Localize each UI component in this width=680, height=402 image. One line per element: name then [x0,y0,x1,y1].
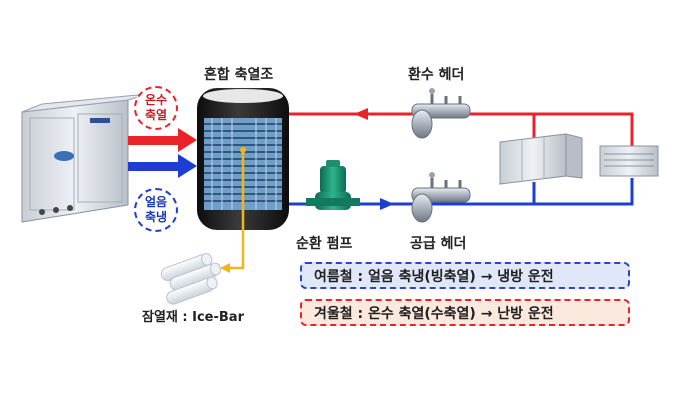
pump-icon [306,160,360,210]
storage-tank-icon [197,88,289,230]
ice-bar-icon [160,252,222,305]
ice-material-connector [220,147,246,273]
cold-badge-line2: 축냉 [144,210,168,224]
pump-label: 순환 펌프 [296,236,353,252]
supply-pipe [289,178,634,210]
summer-mode-text: 여름철 : 얼음 축냉(빙축열) → 냉방 운전 [314,268,554,285]
ice-material-label: 잠열재 : Ice-Bar [142,310,244,325]
hot-flow-arrow [128,128,197,152]
supply-header-label: 공급 헤더 [410,236,467,252]
winter-mode-text: 겨울철 : 온수 축열(수축열) → 난방 운전 [314,305,554,322]
tank-label: 혼합 축열조 [204,67,274,83]
summer-mode-legend: 여름철 : 얼음 축냉(빙축열) → 냉방 운전 [300,262,630,289]
winter-mode-legend: 겨울철 : 온수 축열(수축열) → 난방 운전 [300,299,630,326]
cold-storage-badge: 얼음 축냉 [134,188,178,232]
supply-header-icon [411,172,471,223]
return-header-label: 환수 헤더 [408,67,465,83]
hot-storage-badge: 온수 축열 [134,86,178,130]
outdoor-unit-icon [21,93,149,223]
hot-badge-line1: 온수 [144,93,168,107]
return-header-icon [411,88,471,139]
hot-badge-line2: 축열 [144,108,168,122]
indoor-unit-icon [499,133,659,185]
cold-flow-arrow [128,154,197,178]
return-pipe [289,108,634,150]
cold-badge-line1: 얼음 [144,195,168,209]
